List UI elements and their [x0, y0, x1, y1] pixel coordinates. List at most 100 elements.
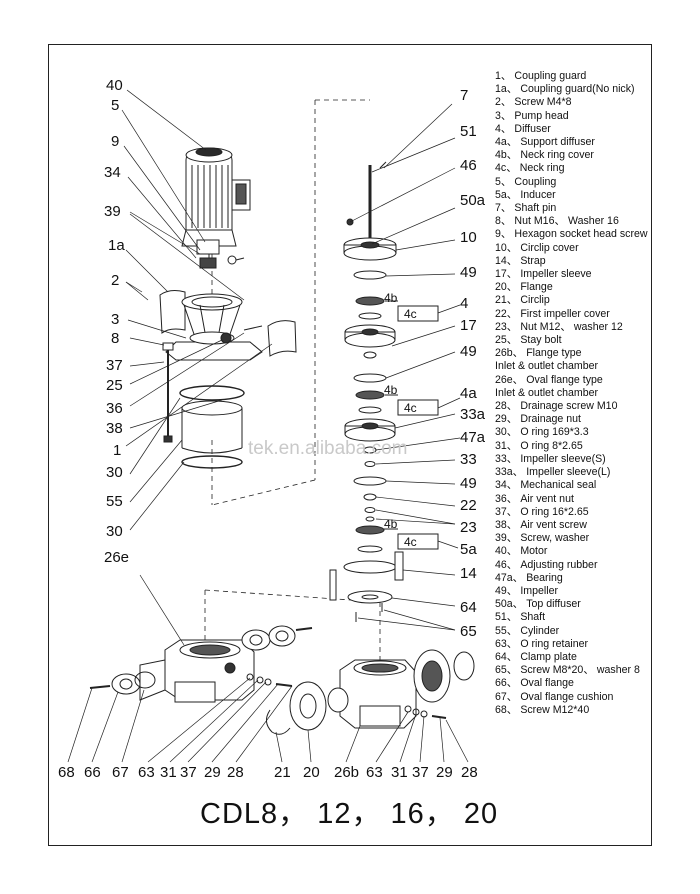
o-ring-bottom: [181, 455, 243, 469]
legend-item: 4、 Diffuser: [495, 122, 551, 135]
legend-item: 4c、 Neck ring: [495, 162, 565, 175]
callout-28-right: 28: [461, 764, 478, 781]
legend-item: 67、 Oval flange cushion: [495, 690, 614, 703]
legend-item: 7、 Shaft pin: [495, 202, 557, 215]
watermark: tek.en.alibaba.com: [248, 438, 408, 459]
coupling-guard-left: [159, 290, 186, 334]
callout-25: 25: [106, 377, 123, 394]
callout-65: 65: [460, 623, 477, 640]
legend-item: 30、 O ring 169*3.3: [495, 426, 589, 439]
callout-30-top: 30: [106, 464, 123, 481]
callout-28-left: 28: [227, 764, 244, 781]
legend-item: 26e、 Oval flange type: [495, 373, 603, 386]
legend-item: 36、 Air vent nut: [495, 492, 574, 505]
legend-item: 33a、 Impeller sleeve(L): [495, 466, 611, 479]
legend-item: 26b、 Flange type: [495, 347, 582, 360]
callout-31-right: 31: [391, 764, 408, 781]
callout-29-right: 29: [436, 764, 453, 781]
callout-4b-a: 4b: [384, 291, 398, 305]
callout-64: 64: [460, 599, 477, 616]
callout-63-left: 63: [138, 764, 155, 781]
legend-item: 23、 Nut M12、 washer 12: [495, 320, 623, 333]
callout-55: 55: [106, 493, 123, 510]
legend-item: 4a、 Support diffuser: [495, 136, 595, 149]
callout-5a: 5a: [460, 541, 477, 558]
legend-item: 40、 Motor: [495, 545, 548, 558]
legend-item: 28、 Drainage screw M10: [495, 400, 618, 413]
callout-10: 10: [460, 229, 477, 246]
callout-39: 39: [104, 203, 121, 220]
legend-item: 1a、 Coupling guard(No nick): [495, 83, 635, 96]
legend-item: 68、 Screw M12*40: [495, 703, 590, 716]
shaft-stack: [329, 161, 404, 622]
flange-parts-right: [266, 649, 475, 735]
legend-item: 3、 Pump head: [495, 109, 569, 122]
callout-37-bottom-left: 37: [180, 764, 197, 781]
callout-4a: 4a: [460, 385, 477, 402]
legend-item: 50a、 Top diffuser: [495, 598, 581, 611]
callout-34: 34: [104, 164, 121, 181]
legend-item: 49、 Impeller: [495, 584, 558, 597]
callout-63-right: 63: [366, 764, 383, 781]
callout-40: 40: [106, 77, 123, 94]
stay-bolt-part: [162, 342, 174, 443]
legend-item: 55、 Cylinder: [495, 624, 560, 637]
callout-33a: 33a: [460, 406, 486, 423]
legend-item: 51、 Shaft: [495, 611, 546, 624]
callout-20: 20: [303, 764, 320, 781]
legend-item: 47a、 Bearing: [495, 571, 563, 584]
callout-68: 68: [58, 764, 75, 781]
legend-item: 34、 Mechanical seal: [495, 479, 597, 492]
legend-item: 33、 Impeller sleeve(S): [495, 452, 606, 465]
callout-9: 9: [111, 133, 120, 150]
callout-29-left: 29: [204, 764, 221, 781]
legend-item: Inlet & outlet chamber: [495, 386, 599, 399]
legend-item: 37、 O ring 16*2.65: [495, 505, 589, 518]
cylinder-part: [181, 400, 243, 454]
callout-5: 5: [111, 97, 120, 114]
legend-item: 8、 Nut M16、 Washer 16: [495, 215, 619, 228]
callout-31-left: 31: [160, 764, 177, 781]
callout-21: 21: [274, 764, 291, 781]
legend-item: 5、 Coupling: [495, 175, 557, 188]
coupling-part: [196, 239, 245, 269]
callout-49-c: 49: [460, 475, 477, 492]
legend-item: 46、 Adjusting rubber: [495, 558, 598, 571]
callout-26e: 26e: [104, 549, 130, 566]
motor-part: [181, 147, 251, 262]
legend-item: 21、 Circlip: [495, 294, 550, 307]
legend-item: 38、 Air vent screw: [495, 518, 587, 531]
o-ring-top: [179, 385, 245, 401]
callout-37-bottom-right: 37: [412, 764, 429, 781]
callout-14: 14: [460, 565, 477, 582]
callout-boxes: [384, 300, 439, 550]
legend-item: 31、 O ring 8*2.65: [495, 439, 583, 452]
coupling-guard-right: [267, 320, 297, 357]
legend-item: 10、 Circlip cover: [495, 241, 579, 254]
legend-item: 5a、 Inducer: [495, 188, 556, 201]
callout-4: 4: [460, 295, 469, 312]
legend-item: 25、 Stay bolt: [495, 334, 562, 347]
callout-4c-b: 4c: [404, 401, 417, 415]
drawing-frame: [48, 44, 652, 846]
legend-item: 9、 Hexagon socket head screw: [495, 228, 648, 241]
callout-23: 23: [460, 519, 477, 536]
legend-item: 39、 Screw, washer: [495, 532, 590, 545]
callout-37-left: 37: [106, 357, 123, 374]
chamber-26e-part: [139, 639, 255, 703]
legend-item: 2、 Screw M4*8: [495, 96, 572, 109]
callout-1: 1: [113, 442, 122, 459]
callout-2: 2: [111, 272, 120, 289]
legend-item: 64、 Clamp plate: [495, 650, 577, 663]
callout-46: 46: [460, 157, 477, 174]
legend-item: 66、 Oval flange: [495, 677, 574, 690]
callout-4b-c: 4b: [384, 517, 398, 531]
callout-49-b: 49: [460, 343, 477, 360]
callout-30-bottom: 30: [106, 523, 123, 540]
legend-item: 17、 Impeller sleeve: [495, 268, 592, 281]
legend-item: 63、 O ring retainer: [495, 637, 589, 650]
callout-66: 66: [84, 764, 101, 781]
model-title: CDL8， 12， 16， 20: [200, 798, 499, 830]
